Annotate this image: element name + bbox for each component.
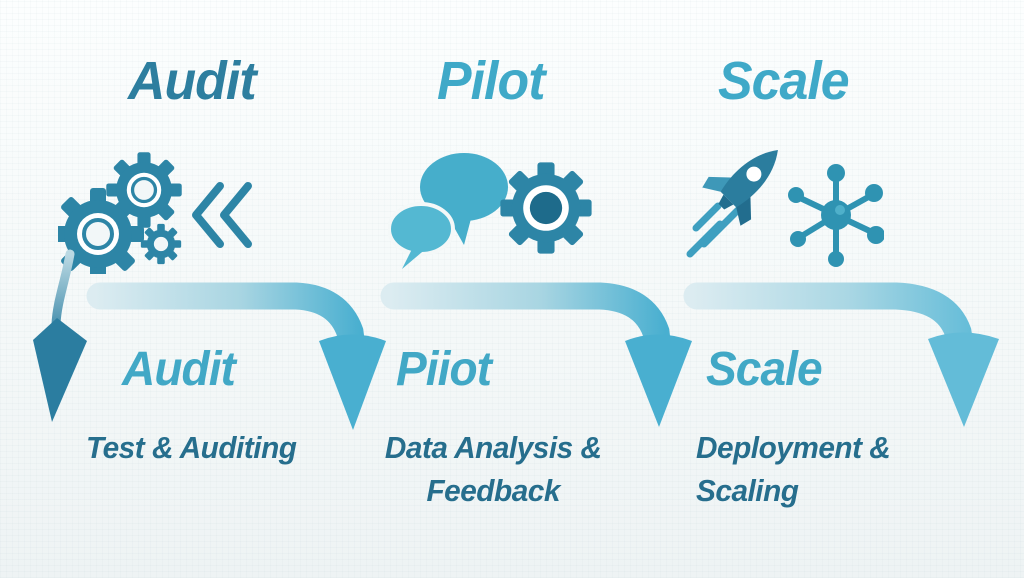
arrow-into-audit (33, 249, 87, 422)
flow-label-pilot: Piiot (396, 343, 492, 396)
stage-description-pilot: Data Analysis & Feedback (384, 430, 602, 509)
stage-title-scale: Scale (718, 51, 850, 111)
stage-title-pilot: Pilot (437, 51, 545, 111)
rocket-icon (686, 150, 778, 258)
speech-bubbles-icon (388, 153, 508, 269)
stage-description-audit: Test & Auditing (86, 430, 297, 465)
gear-icon (500, 162, 592, 254)
double-chevron-left-icon (192, 182, 252, 248)
flow-label-scale: Scale (706, 343, 823, 396)
stage-description-scale: Deployment & Scaling (696, 430, 891, 509)
gears-icon (58, 152, 182, 274)
network-hub-icon (788, 164, 884, 267)
stage-title-audit: Audit (128, 51, 257, 111)
flow-label-audit: Audit (122, 343, 236, 396)
